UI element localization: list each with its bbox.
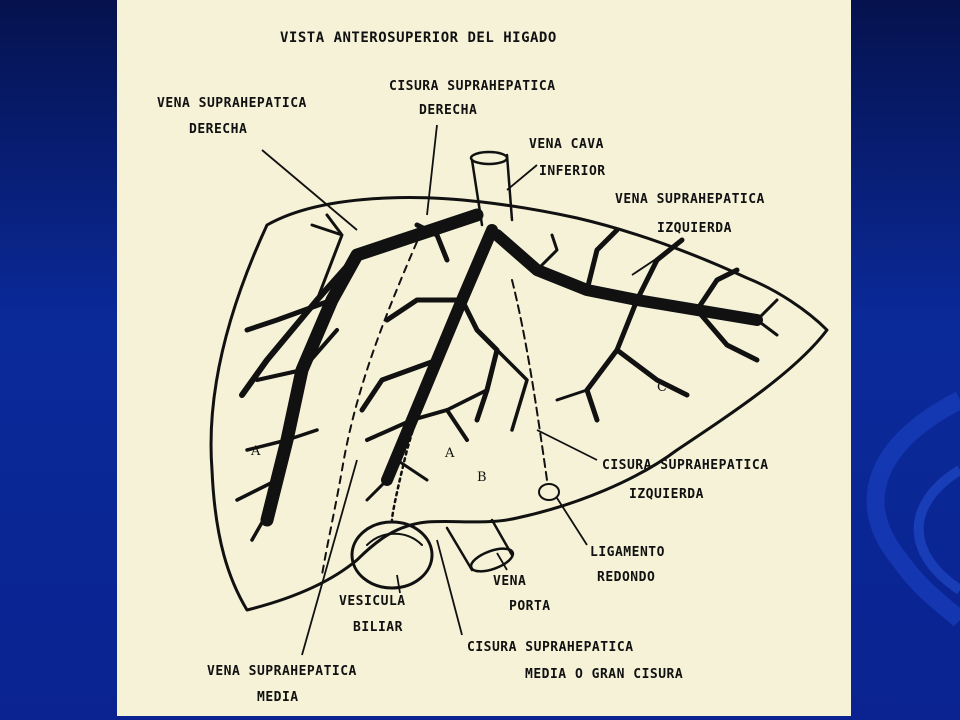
label-vesicula-1: VESICULA [339,594,406,609]
leader-media-fissure [436,539,463,636]
label-porta-2: PORTA [509,599,551,614]
zone-label-c: C [657,380,667,395]
leader-left-fissure [536,429,598,461]
label-left-fissure-1: CISURA SUPRAHEPATICA [602,458,769,473]
leader-right-fissure [426,124,438,216]
liver-diagram-figure: VISTA ANTEROSUPERIOR DEL HIGADO VENA SUP… [117,0,851,716]
gallbladder-shape [350,520,434,590]
leader-left-vein [631,244,678,276]
round-ligament-shape [538,483,560,501]
zone-label-a2: A [445,446,455,461]
zone-label-b: B [477,470,487,485]
middle-fissure-line [390,233,489,522]
label-left-hepatic-vein-2: IZQUIERDA [657,221,732,236]
leader-right-vein [261,149,358,231]
label-media-fissure-1: CISURA SUPRAHEPATICA [467,640,634,655]
label-left-hepatic-vein-1: VENA SUPRAHEPATICA [615,192,765,207]
label-vena-cava-2: INFERIOR [539,164,606,179]
zone-label-a: A [251,444,261,459]
decorative-swirl [866,391,960,627]
left-hepatic-vein-trunk [491,229,763,326]
leader-ligamento [556,497,588,546]
label-right-fissure-2: DERECHA [419,103,478,118]
label-ligamento-1: LIGAMENTO [590,545,665,560]
leader-vena-cava [506,164,538,191]
label-vena-cava-1: VENA CAVA [529,137,604,152]
diagram-title: VISTA ANTEROSUPERIOR DEL HIGADO [280,30,557,46]
leader-media-vein [301,459,358,656]
label-left-fissure-2: IZQUIERDA [629,487,704,502]
right-fissure-line [321,229,423,576]
label-media-fissure-2: MEDIA O GRAN CISURA [525,667,684,682]
label-middle-hepatic-vein-1: VENA SUPRAHEPATICA [207,664,357,679]
left-fissure-line [511,279,548,481]
label-ligamento-2: REDONDO [597,570,656,585]
label-middle-hepatic-vein-2: MEDIA [257,690,299,705]
portal-vein-end [469,547,515,573]
liver-diagram [209,124,829,656]
label-porta-1: VENA [493,574,527,589]
leader-porta [496,552,508,571]
label-right-hepatic-vein-2: DERECHA [189,122,248,137]
vena-cava-top [469,150,509,166]
leader-vesicula [396,574,401,594]
middle-hepatic-vein-trunk [381,224,498,486]
label-vesicula-2: BILIAR [353,620,403,635]
label-right-hepatic-vein-1: VENA SUPRAHEPATICA [157,96,307,111]
label-right-fissure-1: CISURA SUPRAHEPATICA [389,79,556,94]
liver-outline [209,195,829,612]
